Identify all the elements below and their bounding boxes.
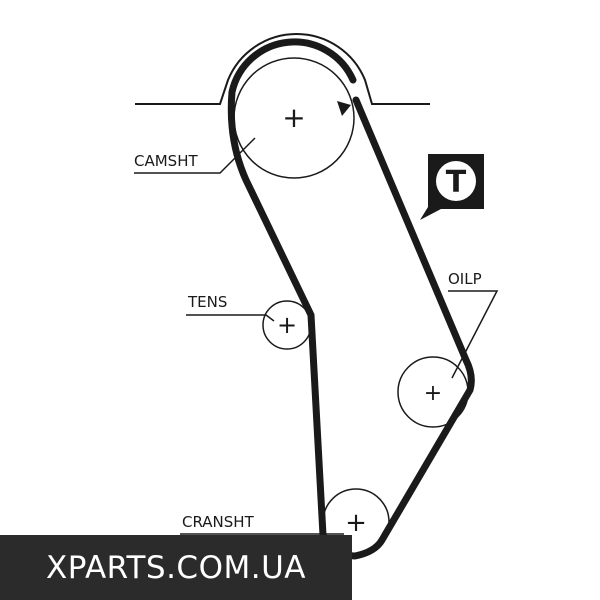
tensioner-leader-line (186, 314, 275, 322)
watermark-banner: XPARTS.COM.UA (0, 535, 352, 600)
t-badge-circle (436, 161, 476, 201)
camshaft-leader-line (134, 137, 256, 174)
camshaft-center-mark: + (282, 101, 305, 134)
housing-outline (135, 33, 430, 105)
oil-pump-label: OILP (448, 270, 482, 288)
oil-pump-center-mark: + (424, 381, 442, 406)
tensioner-center-mark: + (277, 311, 297, 339)
oil-pump-leader-line (445, 291, 497, 298)
oil-pump-leader-line-visible (448, 290, 499, 379)
crankshaft-center-mark: + (345, 508, 367, 538)
timing-belt (227, 38, 475, 560)
tensioner-label: TENS (187, 293, 227, 311)
crankshaft-label: CRANSHT (182, 513, 255, 531)
direction-arrow-icon (337, 101, 351, 116)
t-badge-letter: T (446, 165, 467, 200)
watermark-text: XPARTS.COM.UA (46, 549, 306, 586)
camshaft-label: CAMSHT (134, 152, 198, 170)
